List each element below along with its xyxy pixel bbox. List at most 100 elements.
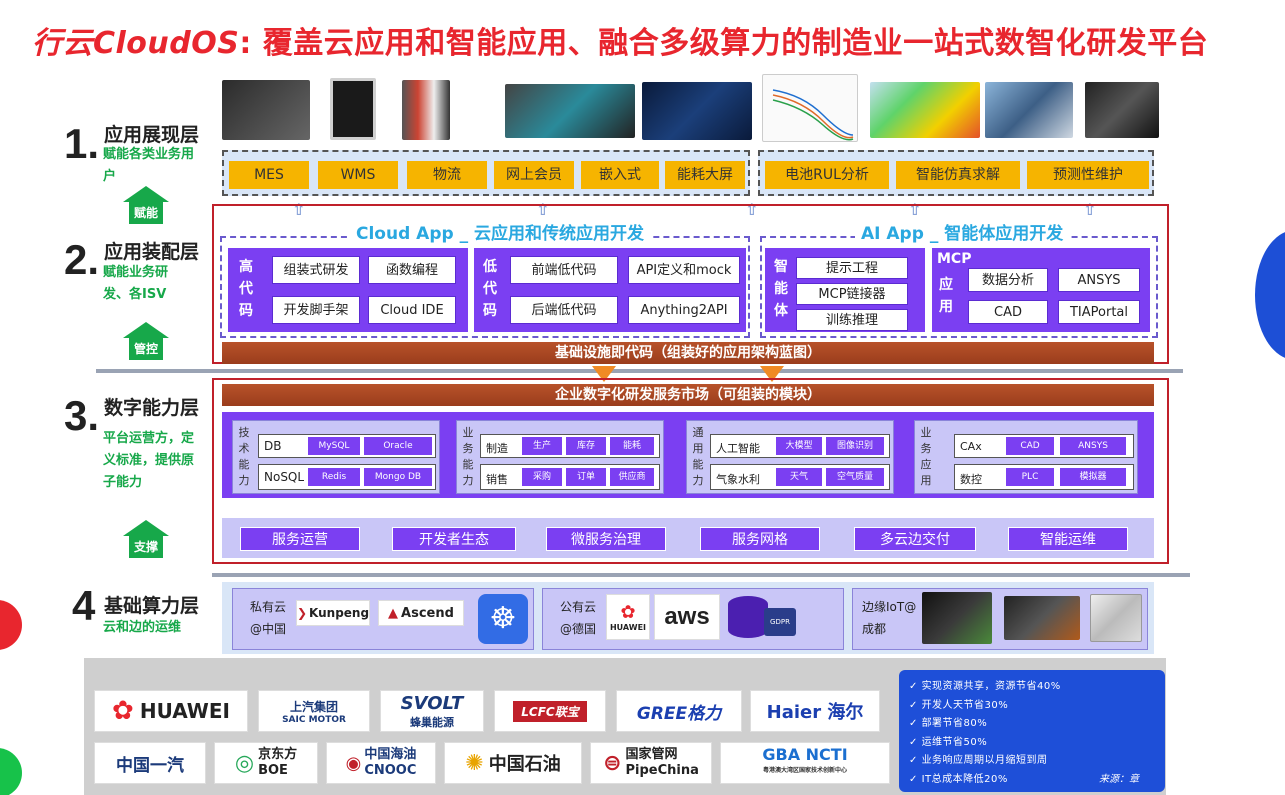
database-icon: [728, 596, 768, 638]
check-icon: ✓: [909, 718, 922, 729]
supplier-cell[interactable]: 供应商: [610, 468, 654, 486]
haier-logo: Haier 海尔: [750, 690, 880, 732]
weather-cell[interactable]: 天气: [776, 468, 822, 486]
business-capability-label: 业务能力: [462, 426, 474, 487]
production-cell[interactable]: 生产: [522, 437, 562, 455]
layer-2-subtitle: 赋能业务研发、各ISV: [103, 265, 169, 302]
layer-2-title: 应用装配层: [104, 241, 200, 263]
ansys-item[interactable]: ANSYS: [1058, 268, 1140, 292]
frontend-lowcode-item[interactable]: 前端低代码: [510, 256, 618, 284]
microservice-governance-button[interactable]: 微服务治理: [546, 527, 666, 551]
redis-cell[interactable]: Redis: [308, 468, 360, 486]
db-row-label: DB: [264, 439, 282, 453]
cnooc-en-text: CNOOC: [364, 763, 417, 778]
llm-cell[interactable]: 大模型: [776, 437, 822, 455]
prompt-engineering-item[interactable]: 提示工程: [796, 257, 908, 279]
app-wms[interactable]: WMS: [318, 161, 398, 189]
app-logistics[interactable]: 物流: [407, 161, 487, 189]
intelligent-ops-button[interactable]: 智能运维: [1008, 527, 1128, 551]
ascend-text: Ascend: [401, 605, 454, 621]
mongodb-cell[interactable]: Mongo DB: [364, 468, 432, 486]
iac-bar: 基础设施即代码（组装好的应用架构蓝图）: [222, 342, 1154, 364]
embedded-board-image: [505, 84, 635, 138]
mysql-cell[interactable]: MySQL: [308, 437, 360, 455]
purchase-cell[interactable]: 采购: [522, 468, 562, 486]
check-icon: ✓: [909, 681, 922, 692]
battery-chart-image: [762, 74, 858, 142]
title-rest: : 覆盖云应用和智能应用、融合多级算力的制造业一站式数智化研发平台: [239, 26, 1209, 61]
energy-cell[interactable]: 能耗: [610, 437, 654, 455]
order-cell[interactable]: 订单: [566, 468, 606, 486]
layer-separator: [96, 369, 1183, 373]
check-icon: ✓: [909, 773, 922, 785]
anything2api-item[interactable]: Anything2API: [628, 296, 740, 324]
cnc-row-label: 数控: [960, 473, 982, 486]
slide-title: 行云CloudOS: 覆盖云应用和智能应用、融合多级算力的制造业一站式数智化研发…: [32, 18, 1208, 62]
cax-row-label: CAx: [960, 440, 982, 453]
layer-3-subtitle: 平台运营方，定义标准，提供原子能力: [103, 431, 195, 490]
layer-4-number: 4: [72, 582, 96, 629]
train-inference-item[interactable]: 训练推理: [796, 309, 908, 331]
image-recognition-cell[interactable]: 图像识别: [826, 437, 884, 455]
benefit-item: ✓ IT总成本降低20%: [909, 773, 1008, 785]
edge-device-image: [922, 592, 992, 644]
function-programming-item[interactable]: 函数编程: [368, 256, 456, 284]
cad-cell[interactable]: CAD: [1006, 437, 1054, 455]
gree-logo: GREE格力: [616, 690, 742, 732]
mcp-connector-item[interactable]: MCP链接器: [796, 283, 908, 305]
simulation-image: [870, 82, 980, 138]
ansys-cell[interactable]: ANSYS: [1060, 437, 1126, 455]
manufacture-row-label: 制造: [486, 442, 508, 455]
simulator-cell[interactable]: 模拟器: [1060, 468, 1126, 486]
benefit-item: ✓ 业务响应周期以月缩短到周: [909, 755, 1048, 766]
plc-cell[interactable]: PLC: [1006, 468, 1054, 486]
check-icon: ✓: [909, 736, 922, 748]
app-predictive-maintenance[interactable]: 预测性维护: [1027, 161, 1149, 189]
tablet-image: [330, 78, 376, 140]
cloud-ide-item[interactable]: Cloud IDE: [368, 296, 456, 324]
haier-text: Haier 海尔: [766, 702, 864, 723]
app-battery-rul[interactable]: 电池RUL分析: [765, 161, 889, 189]
service-operation-button[interactable]: 服务运营: [240, 527, 360, 551]
service-mesh-button[interactable]: 服务网格: [700, 527, 820, 551]
gdpr-text: GDPR: [770, 618, 790, 626]
tiaportal-item[interactable]: TIAPortal: [1058, 300, 1140, 324]
app-smart-simulation[interactable]: 智能仿真求解: [896, 161, 1020, 189]
operator-image: [1085, 82, 1159, 138]
air-quality-cell[interactable]: 空气质量: [826, 468, 884, 486]
digital-layer-frame: [212, 378, 1169, 564]
empower-arrow: 赋能: [123, 186, 169, 226]
inventory-cell[interactable]: 库存: [566, 437, 606, 455]
cad-item[interactable]: CAD: [968, 300, 1048, 324]
decor-circle-right: [1255, 230, 1285, 360]
backend-lowcode-item[interactable]: 后端低代码: [510, 296, 618, 324]
low-code-label: 低代码: [483, 259, 497, 319]
battery-curve-icon: [772, 89, 854, 141]
svolt-text: SVOLT: [400, 692, 464, 714]
ai-row-label: 人工智能: [716, 442, 760, 455]
api-mock-item[interactable]: API定义和mock: [628, 256, 740, 284]
kunpeng-logo: ❯Kunpeng: [296, 600, 370, 626]
private-cloud-location: @中国: [250, 622, 287, 636]
multicloud-edge-delivery-button[interactable]: 多云边交付: [854, 527, 976, 551]
app-embedded[interactable]: 嵌入式: [581, 161, 659, 189]
public-cloud-label: 公有云: [560, 600, 597, 614]
scaffold-item[interactable]: 开发脚手架: [272, 296, 360, 324]
data-analysis-item[interactable]: 数据分析: [968, 268, 1048, 292]
app-energy-screen[interactable]: 能耗大屏: [665, 161, 745, 189]
layer-4-subtitle: 云和边的运维: [103, 620, 182, 635]
developer-ecosystem-button[interactable]: 开发者生态: [392, 527, 516, 551]
ascend-logo: ▲Ascend: [378, 600, 464, 626]
petrochina-logo: ✺中国石油: [444, 742, 582, 784]
assembly-dev-item[interactable]: 组装式研发: [272, 256, 360, 284]
sales-row-label: 销售: [486, 473, 508, 486]
dashboard-image: [642, 82, 752, 140]
oracle-cell[interactable]: Oracle: [364, 437, 432, 455]
app-online-member[interactable]: 网上会员: [494, 161, 574, 189]
app-mes[interactable]: MES: [229, 161, 309, 189]
services-row: [222, 518, 1154, 558]
